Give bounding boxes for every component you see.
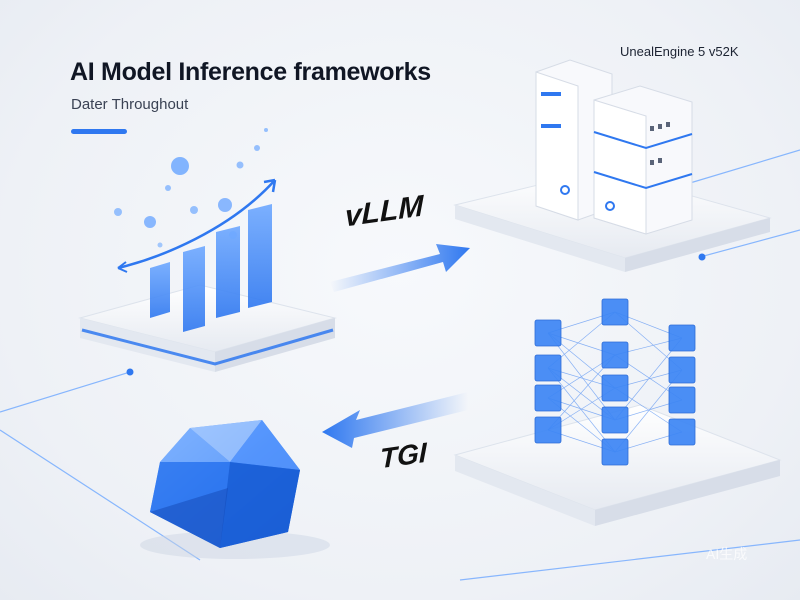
bar-chart-icon: [78, 128, 337, 372]
connector-node: [126, 368, 134, 376]
title-accent-bar: [71, 129, 127, 134]
server-icon: [453, 59, 772, 272]
watermark: AI生成: [706, 546, 748, 562]
engine-label: UnealEngine 5 v52K: [620, 44, 739, 59]
page-subtitle: Dater Throughout: [71, 96, 189, 113]
crystal-icon: [140, 420, 330, 559]
tgi-label: TGI: [380, 436, 427, 475]
connector-lines: [0, 149, 800, 581]
page-title: AI Model Inference frameworks: [70, 58, 431, 86]
arrow-right-icon: [330, 244, 470, 292]
neural-network-icon: [453, 298, 782, 526]
arrow-left-icon: [322, 392, 468, 448]
connector-node: [698, 253, 706, 261]
